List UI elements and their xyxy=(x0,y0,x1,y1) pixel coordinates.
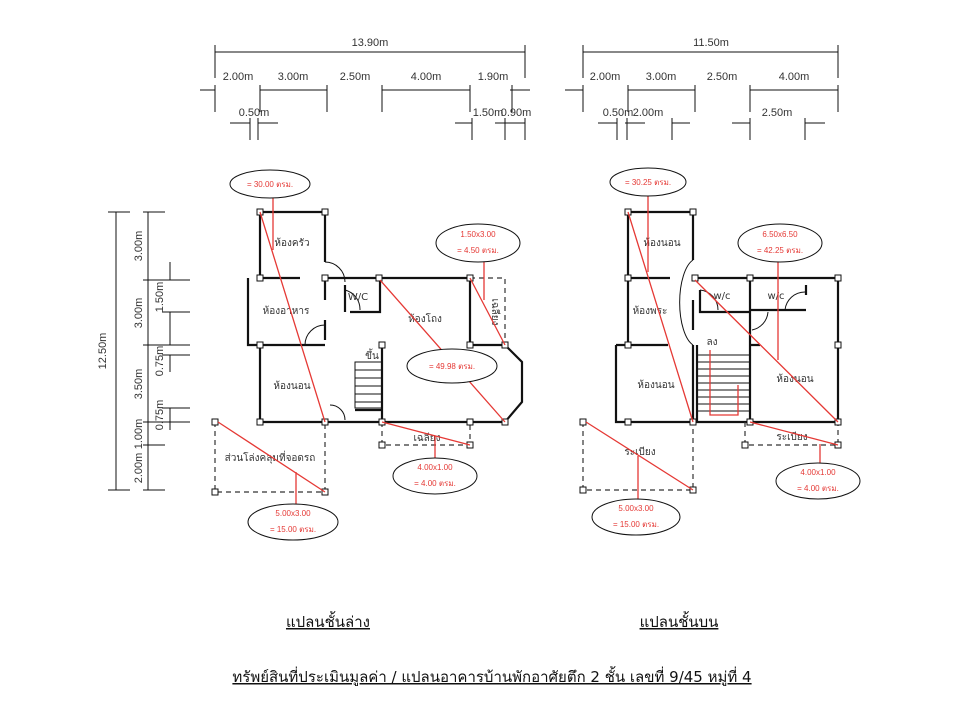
area-label: = 4.00 ตรม. xyxy=(797,484,839,493)
dim-label: 1.50m xyxy=(154,282,166,313)
area-label: 4.00x1.00 xyxy=(417,463,453,472)
area-label: = 4.00 ตรม. xyxy=(414,479,456,488)
drawing-caption: ทรัพย์สินที่ประเมินมูลค่า / แปลนอาคารบ้า… xyxy=(232,666,751,686)
dim-label: 0.75m xyxy=(154,346,166,377)
area-label: = 30.25 ตรม. xyxy=(625,178,671,187)
ground-top-dimensions: 13.90m 2.00m 3.00m 2.50m 4.00m 1.90m 0.5… xyxy=(200,37,531,140)
room-kitchen: ห้องครัว xyxy=(274,237,309,249)
room-bedroom-2: ห้องนอน xyxy=(637,379,674,391)
dim-total-depth: 12.50m xyxy=(97,333,109,370)
dim-label: 3.00m xyxy=(278,71,309,83)
dim-label: 1.90m xyxy=(478,71,509,83)
upper-area-annotations: = 30.25 ตรม. 6.50x6.50 = 42.25 ตรม. 4.00… xyxy=(585,167,861,536)
room-bedroom-1: ห้องนอน xyxy=(643,237,680,249)
room-wc-2: w/c xyxy=(767,291,784,302)
dim-label: 2.00m xyxy=(133,453,145,484)
area-label: 1.50x3.00 xyxy=(460,230,496,239)
dim-label: 0.50m xyxy=(603,107,634,119)
dim-label: 1.50m xyxy=(473,107,504,119)
room-wc: W/C xyxy=(348,292,368,303)
upper-floor-title: แปลนชั้นบน xyxy=(640,611,719,631)
dim-label: 2.00m xyxy=(590,71,621,83)
dim-label: 3.00m xyxy=(133,231,145,262)
area-label: 5.00x3.00 xyxy=(275,509,311,518)
area-label: = 42.25 ตรม. xyxy=(757,246,803,255)
dim-label: 2.50m xyxy=(340,71,371,83)
dim-label: 2.00m xyxy=(223,71,254,83)
ground-floor-title: แปลนชั้นล่าง xyxy=(286,611,370,631)
dim-label: 3.00m xyxy=(133,298,145,329)
dim-label: 0.50m xyxy=(239,107,270,119)
area-label: = 4.50 ตรม. xyxy=(457,246,499,255)
room-bedroom: ห้องนอน xyxy=(273,380,310,392)
room-balcony-1: ระเบียง xyxy=(624,446,655,458)
upper-top-dimensions: 11.50m 2.00m 3.00m 2.50m 4.00m 0.50m 2.0… xyxy=(565,37,839,140)
area-label: = 49.98 ตรม. xyxy=(429,362,475,371)
dim-total-width: 13.90m xyxy=(352,37,389,49)
stairs-down-label: ลง xyxy=(706,337,717,348)
stairs-up-label: ขึ้น xyxy=(365,348,379,362)
dim-label: 3.50m xyxy=(133,369,145,400)
area-label: = 15.00 ตรม. xyxy=(613,520,659,529)
area-label: 5.00x3.00 xyxy=(618,504,654,513)
area-label: = 15.00 ตรม. xyxy=(270,525,316,534)
dim-label: 0.75m xyxy=(154,400,166,431)
dim-label: 0.90m xyxy=(501,107,532,119)
area-label: 6.50x6.50 xyxy=(762,230,798,239)
ground-left-dimensions: 12.50m 3.00m 3.00m 3.50m 1.00m 2.00m 1.5… xyxy=(97,211,190,491)
dim-label: 2.50m xyxy=(707,71,738,83)
room-wc-1: w/c xyxy=(713,291,730,302)
dim-label: 2.50m xyxy=(762,107,793,119)
room-balcony-2: ระเบียง xyxy=(776,431,807,443)
area-label: = 30.00 ตรม. xyxy=(247,180,293,189)
area-label: 4.00x1.00 xyxy=(800,468,836,477)
dim-label: 4.00m xyxy=(779,71,810,83)
room-carport: ส่วนโล่งคลุมที่จอดรถ xyxy=(225,450,316,464)
room-dining: ห้องอาหาร xyxy=(263,305,310,317)
ground-area-annotations: = 30.00 ตรม. 1.50x3.00 = 4.50 ตรม. = 49.… xyxy=(217,169,521,541)
ground-floor-plan: ห้องครัว ห้องอาหาร ห้องนอน W/C ห้องโถง ข… xyxy=(211,208,524,496)
dim-total-width: 11.50m xyxy=(693,37,729,49)
dim-label: 4.00m xyxy=(411,71,442,83)
dim-label: 3.00m xyxy=(646,71,677,83)
upper-floor-plan: ห้องนอน ห้องพระ ห้องนอน w/c w/c ลง ห้องน… xyxy=(579,208,842,494)
room-terrace-side: เฉลียง xyxy=(489,298,501,325)
dim-label: 1.00m xyxy=(133,419,145,450)
dim-label: 2.00m xyxy=(633,107,664,119)
room-prayer: ห้องพระ xyxy=(633,305,668,317)
